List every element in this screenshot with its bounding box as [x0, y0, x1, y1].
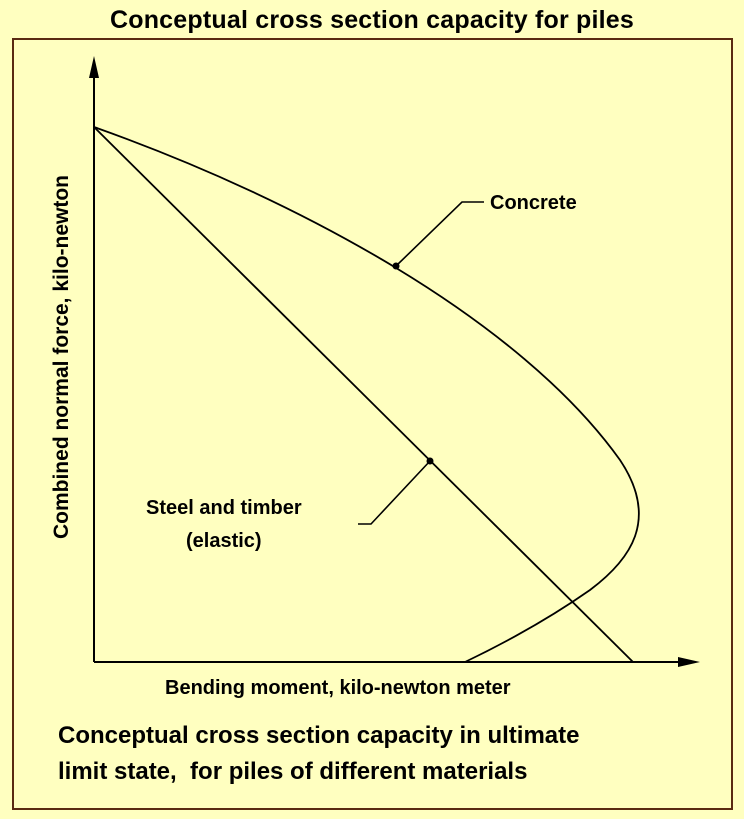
- x-axis-label: Bending moment, kilo-newton meter: [165, 677, 511, 699]
- steel-label-line1: Steel and timber: [146, 497, 302, 519]
- steel-leader-line: [358, 460, 431, 525]
- steel-timber-line: [93, 126, 634, 663]
- y-axis-arrowhead: [89, 56, 99, 78]
- diagram-frame: [12, 38, 733, 810]
- diagram-title: Conceptual cross section capacity for pi…: [109, 6, 635, 34]
- steel-label-line2: (elastic): [186, 530, 262, 552]
- concrete-leader-line: [395, 201, 484, 267]
- concrete-curve: [93, 126, 640, 663]
- concrete-label: Concrete: [490, 192, 577, 214]
- caption: Conceptual cross section capacity in ult…: [58, 718, 579, 790]
- caption-line2: limit state, for piles of different mate…: [58, 758, 528, 785]
- x-axis-arrowhead: [678, 657, 700, 667]
- steel-timber-label: Steel and timber (elastic): [146, 492, 302, 558]
- y-axis-label: Combined normal force, kilo-newton: [50, 174, 73, 540]
- caption-line1: Conceptual cross section capacity in ult…: [58, 722, 580, 749]
